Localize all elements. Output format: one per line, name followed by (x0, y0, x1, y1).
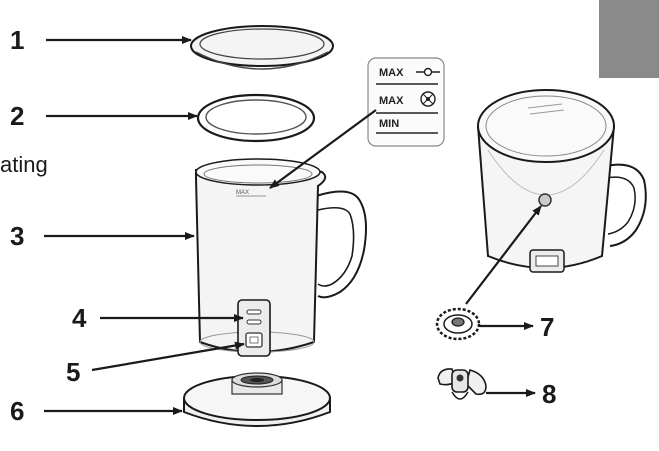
leader-lines (44, 36, 542, 415)
leader-post (465, 205, 542, 305)
clip-part (437, 368, 487, 400)
callout-7: 7 (540, 312, 554, 342)
magnetic-post (538, 193, 552, 207)
callout-3: 3 (10, 221, 24, 251)
callout-5: 5 (66, 357, 80, 387)
level-marker-panel: MAX MAX MIN (367, 57, 445, 147)
corner-gray-block (599, 0, 659, 78)
jug-part: MAX (195, 158, 367, 357)
min-label: MIN (379, 118, 399, 130)
seal-ring-part (196, 93, 316, 143)
froth-whisk-icon (420, 91, 436, 107)
indicator-light-top (246, 309, 262, 315)
whisk-part (435, 307, 481, 341)
callout-1: 1 (10, 25, 24, 55)
power-button (245, 332, 263, 348)
jug-max-mark: MAX (236, 190, 249, 196)
leader-5 (91, 341, 245, 372)
callout-4: 4 (72, 303, 87, 333)
max-froth-label: MAX (379, 95, 404, 107)
cropped-word: ating (0, 152, 48, 177)
lid-part (190, 25, 334, 70)
callout-8: 8 (542, 379, 556, 409)
milk-drop-icon (416, 67, 440, 77)
base-part (183, 372, 331, 427)
leader-panel (269, 109, 377, 189)
jug-interior-view (476, 89, 647, 273)
indicator-light-bottom (246, 319, 262, 325)
max-milk-label: MAX (379, 67, 404, 79)
callout-6: 6 (10, 396, 24, 426)
callout-2: 2 (10, 101, 24, 131)
